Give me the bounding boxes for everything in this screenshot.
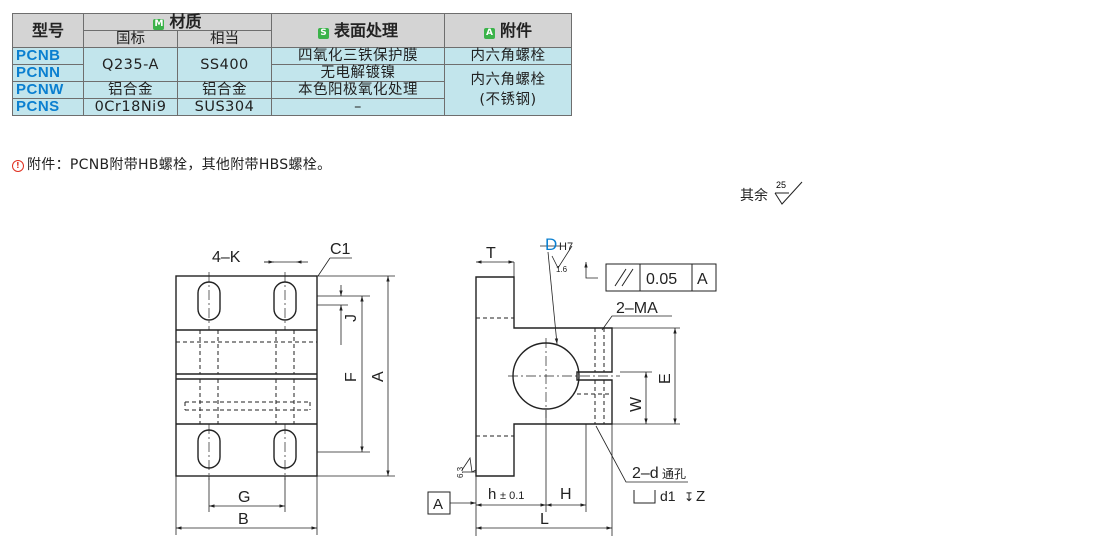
accessory-tag-icon: A — [483, 27, 495, 39]
dim-w: W — [628, 396, 645, 412]
dim-big-h: H — [560, 486, 572, 503]
dim-d-tolerance: H7 — [559, 241, 573, 253]
dim-j: J — [343, 314, 360, 322]
equivalent-cell: SS400 — [177, 47, 272, 82]
dim-h-tolerance: ± 0.1 — [500, 490, 524, 502]
table-row: PCNS 0Cr18Ni9 SUS304 – — [12, 98, 572, 116]
dim-2d: 2–d — [632, 465, 659, 482]
tolerance-value: 0.05 — [646, 271, 677, 288]
dim-g: G — [238, 489, 250, 506]
accessory-note: !附件：PCNB附带HB螺栓，其他附带HBS螺栓。 — [12, 154, 331, 174]
dim-a: A — [370, 371, 387, 382]
material-tag-icon: M — [153, 19, 165, 30]
dim-f: F — [343, 372, 360, 382]
front-view-labels: 4–K C1 G B J F A — [212, 241, 387, 528]
standard-cell: Q235-A — [83, 47, 178, 82]
rest-roughness-note: 其余 25 — [740, 180, 806, 206]
svg-text:25: 25 — [776, 180, 786, 190]
header-model: 型号 — [12, 13, 84, 48]
header-equivalent: 相当 — [177, 30, 272, 48]
roughness-base: 6.3 — [456, 466, 465, 478]
dim-l: L — [540, 511, 549, 528]
dim-t: T — [486, 245, 496, 262]
front-view — [175, 257, 395, 535]
surface-tag-icon: S — [317, 27, 329, 39]
accessory-cell: 内六角螺栓 — [444, 47, 572, 65]
roughness-bore: 1.6 — [556, 265, 568, 274]
tolerance-frame — [605, 263, 717, 292]
accessory-cell: 内六角螺栓(不锈钢) — [444, 64, 572, 116]
dim-h: h — [488, 486, 496, 503]
dim-c1: C1 — [330, 241, 351, 258]
roughness-symbol-icon: 25 — [775, 180, 803, 205]
tolerance-datum: A — [697, 271, 708, 288]
table-row: PCNB Q235-A SS400 四氧化三铁保护膜 内六角螺栓 — [12, 47, 572, 82]
depth-icon: ↧ — [684, 490, 694, 504]
dim-2ma: 2–MA — [616, 300, 658, 317]
counterbore-d1: d1 — [660, 488, 676, 504]
surface-cell: – — [271, 98, 445, 116]
front-outline — [175, 275, 318, 477]
dim-d: D — [545, 235, 557, 254]
notice-icon: ! — [12, 160, 24, 172]
dim-e: E — [657, 373, 674, 384]
surface-cell: 无电解镀镍 — [271, 64, 445, 82]
side-view-labels: T D H7 1.6 0.05 A 2–MA E W 6.3 A h ± 0.1… — [433, 235, 708, 528]
dim-4k: 4–K — [212, 249, 241, 266]
side-view — [427, 245, 717, 536]
side-outline — [475, 276, 613, 477]
model-cell: PCNS — [12, 98, 84, 116]
table-row: PCNN 无电解镀镍 内六角螺栓(不锈钢) — [12, 64, 572, 116]
depth-z: Z — [696, 488, 705, 505]
datum-a-label: A — [433, 496, 443, 513]
dim-b: B — [238, 511, 249, 528]
surface-cell: 本色阳极氧化处理 — [271, 81, 445, 99]
thru-hole-label: 通孔 — [662, 467, 686, 481]
